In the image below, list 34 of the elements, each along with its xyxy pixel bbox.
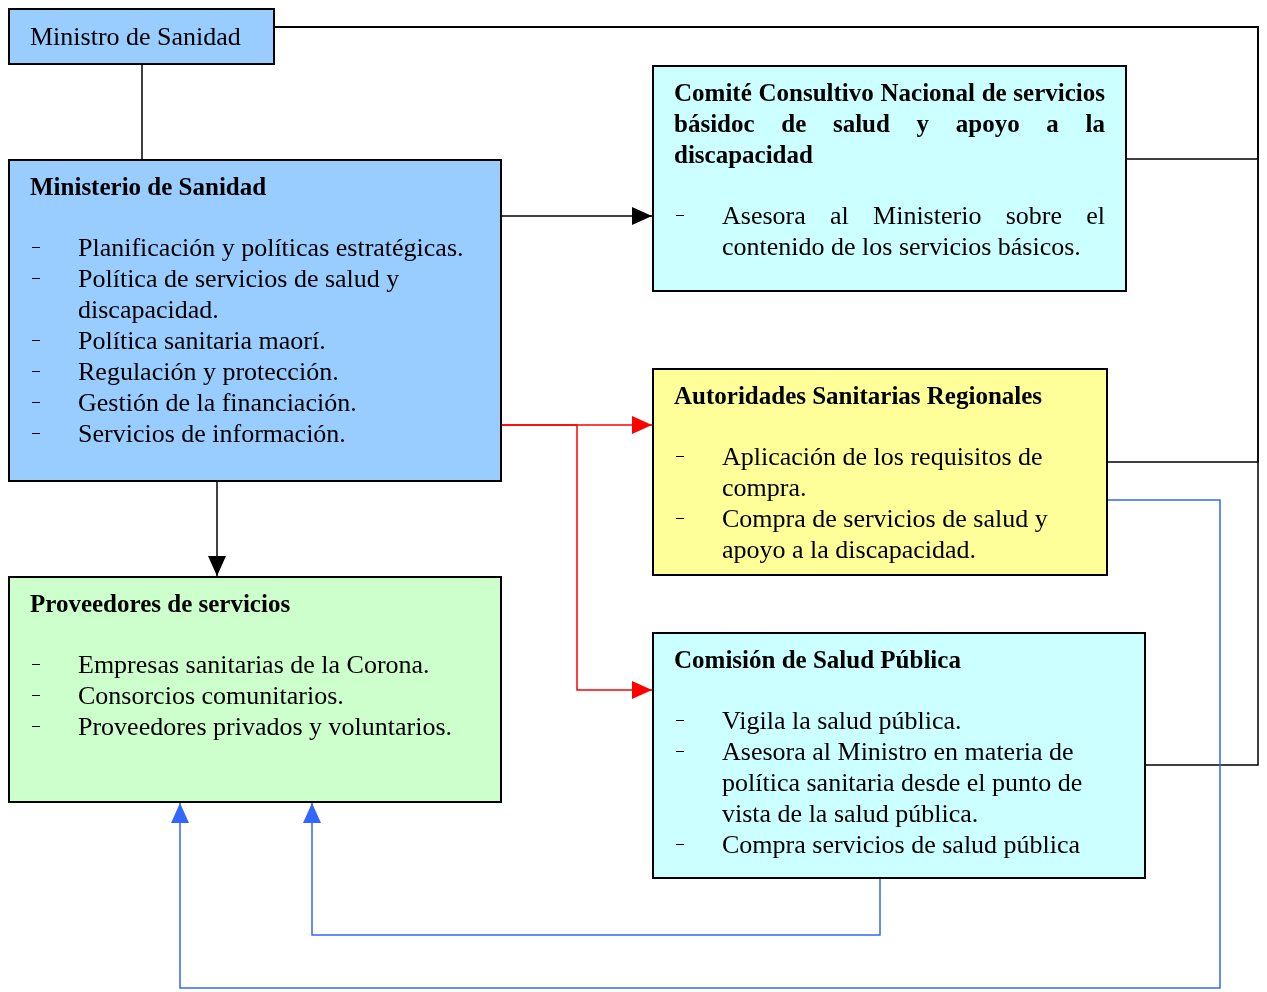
arrow [171, 499, 1221, 989]
bullet-text: Planificación y políticas estratégicas. [78, 232, 465, 263]
box-heading: Proveedores de servicios [30, 589, 292, 619]
box [8, 8, 275, 65]
arrow [208, 481, 226, 577]
bullet-text: Compra de servicios de salud y apoyo a la discapacidad. [722, 503, 1049, 565]
box [8, 159, 502, 482]
box [652, 65, 1127, 292]
arrow [501, 207, 653, 225]
box-heading: Ministerio de Sanidad [30, 172, 268, 202]
bullet-text: Compra servicios de salud pública [722, 829, 1082, 860]
bullet-text: Asesora al Ministro en materia de política sanitaria desde el punto de vista de la salud pública. [722, 736, 1084, 829]
connector-line [141, 64, 143, 160]
box-heading: Autoridades Sanitarias Regionales [674, 381, 1044, 411]
bullet-text: Consorcios comunitarios. [78, 680, 345, 711]
box [652, 632, 1146, 879]
box-title: Ministro de Sanidad [30, 21, 242, 53]
bullet-text: Proveedores privados y voluntarios. [78, 711, 454, 742]
bullet-text: Política de servicios de salud y discapacidad. [78, 263, 401, 325]
bullet-text: Regulación y protección. [78, 356, 340, 387]
arrow [303, 802, 881, 936]
bullet-text: Asesora al Ministerio sobre el contenido de los servicios básicos. [722, 200, 1105, 262]
bullet-text: Empresas sanitarias de la Corona. [78, 649, 431, 680]
arrow [501, 424, 653, 699]
bullet-text: Vigila la salud pública. [722, 705, 963, 736]
bullet-text: Servicios de información. [78, 418, 347, 449]
bullet-text: Política sanitaria maorí. [78, 325, 327, 356]
box-heading: Comité Consultivo Nacional de servicios básidoc de salud y apoyo a la discapacidad [674, 78, 1105, 170]
bullet-text: Aplicación de los requisitos de compra. [722, 441, 1044, 503]
box [8, 576, 502, 803]
box [652, 368, 1108, 576]
bullet-text: Gestión de la financiación. [78, 387, 358, 418]
box-heading: Comisión de Salud Pública [674, 645, 962, 675]
connector-line [274, 26, 1259, 766]
